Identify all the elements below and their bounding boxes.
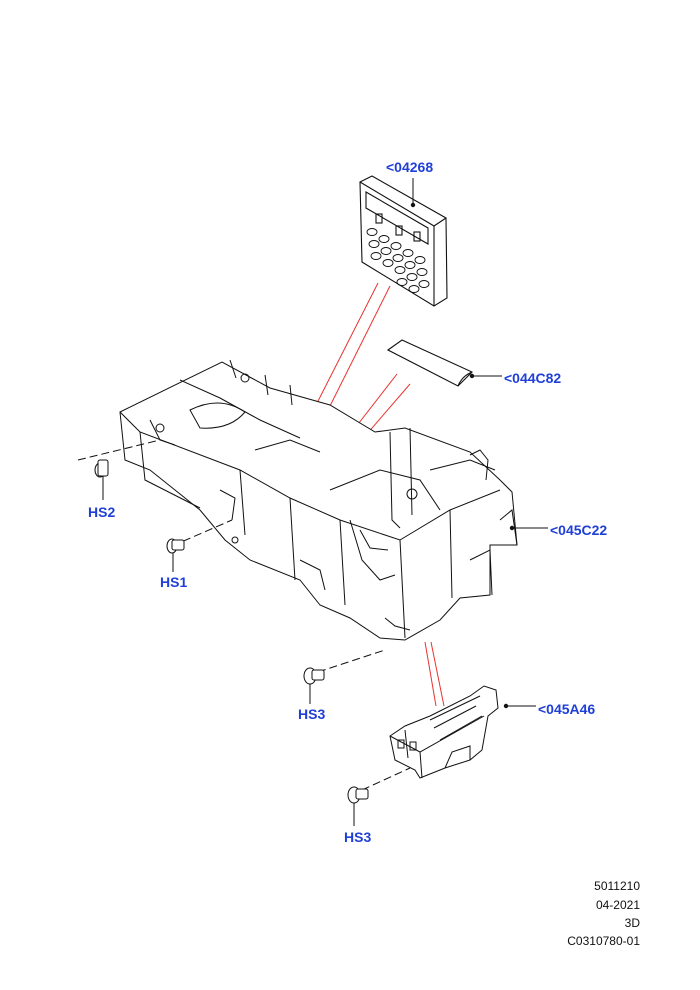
callout-04268: <04268 [386, 159, 434, 175]
callout-045C22: <045C22 [550, 522, 608, 538]
callout-044C82: <044C82 [504, 370, 562, 386]
part-045A46-bracket [389, 685, 499, 779]
part-045C22-console-frame [119, 359, 518, 641]
illustration-id: C0310780-01 [567, 934, 640, 948]
callout-hs1: HS1 [160, 574, 188, 590]
screw-hs3-upper [303, 649, 386, 685]
leader-dot-044C82 [469, 373, 475, 379]
reference-number: 5011210 [594, 879, 640, 893]
leader-dot-045C22 [509, 525, 515, 531]
callout-045A46: <045A46 [538, 701, 596, 717]
callout-hs3-lower: HS3 [344, 829, 372, 845]
part-04268-grille [359, 175, 448, 307]
leader-dot-04268 [410, 202, 416, 208]
leader-dot-045A46 [503, 703, 509, 709]
callout-hs3-upper: HS3 [298, 706, 326, 722]
part-044C82-pad [386, 339, 473, 387]
revision-date: 04-2021 [595, 898, 640, 912]
screw-hs1 [166, 519, 233, 554]
screw-hs3-lower [347, 767, 411, 804]
callout-hs2: HS2 [88, 504, 116, 520]
view-type: 3D [624, 916, 640, 930]
screw-hs2 [77, 439, 161, 478]
